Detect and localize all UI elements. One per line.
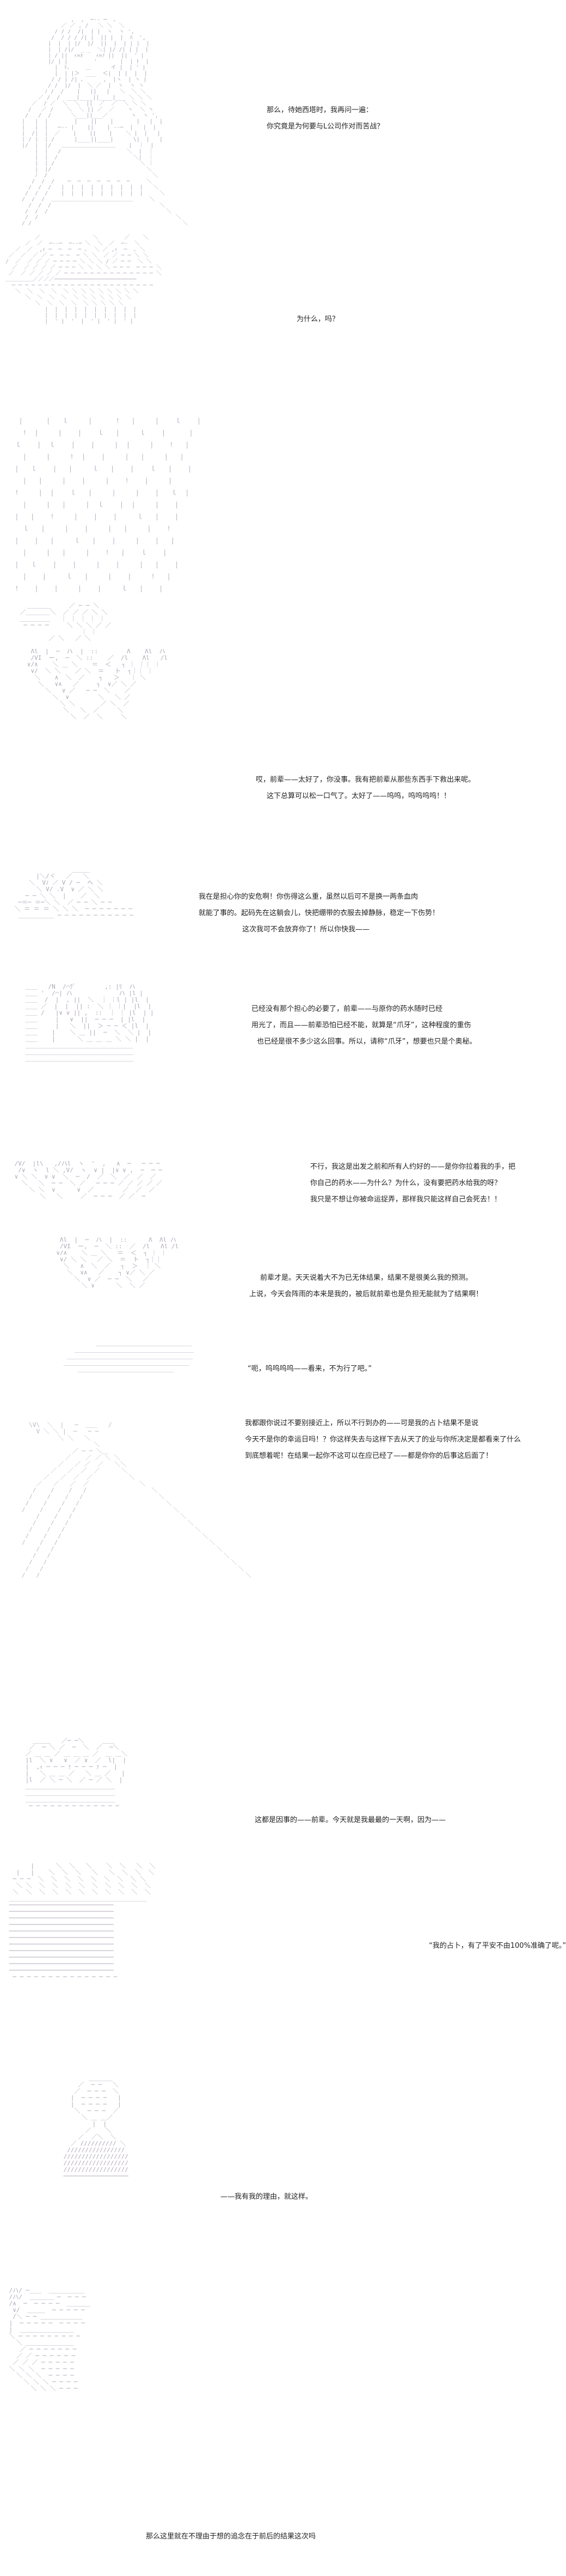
dialogue-line: 哎，前辈——太好了，你没事。我有把前辈从那些东西手下救出来呢。: [256, 776, 476, 784]
dialogue-line: 为什么，吗？: [297, 315, 340, 323]
panel-5-dialogue: 已经没有那个担心的必要了，前辈——与原你的药水随时已经 用光了，而且——前辈恐怕…: [251, 1001, 476, 1050]
dialogue-line: “呃，呜呜呜呜——看来，不为行了吧。”: [248, 1365, 372, 1373]
dialogue-line: 到底想着呢！在结果一起你不这可以在应已经了——都是你你的后事这后面了！: [245, 1452, 493, 1460]
ascii-art-two-figures: ＿＿＿＿ ／ ─ ─ ＼ ／＿＿＿＿＼ ／ ／ ／ ＼ ＼ ＿＿＿＿＿ ｜ ｜ …: [20, 602, 168, 720]
ascii-art-falling-streaks: | ＼ ＼ ＼ ＼ ＼ ＼ ＼ | | ＼ ＼ ＼ ＼ ＼ ＼ ＼ ＼ ─ ─ …: [9, 1862, 156, 1980]
panel-4-dialogue: 我在是担心你的安危啊！你伤得这么重，虽然以后可不是换一两条血肉 就能了事的。起码…: [199, 889, 439, 938]
panel-11-dialogue: “我的占卜，有了平安不由100%准确了呢。”: [429, 1938, 566, 1954]
dialogue-line: 那么这里就在不理由于想的追念在于前后的结果这次吗: [146, 2532, 316, 2541]
dialogue-line: 这下总算可以松一口气了。太好了——呜呜，呜呜呜呜！！: [267, 792, 451, 800]
dialogue-line: “我的占卜，有了平安不由100%准确了呢。”: [429, 1942, 566, 1950]
dialogue-line: ——我有我的理由，就这样。: [220, 2193, 313, 2201]
panel-12-dialogue: ——我有我的理由，就这样。: [220, 2189, 312, 2205]
panel-6-dialogue: 不行，我这是出发之前和所有人约好的——是你你拉着我的手，把 你自己的药水——为什…: [310, 1159, 515, 1208]
ascii-art-worried-face: ＿＿＿ |＼/ヾ ／ ＼ ＼ Vﾉ ／ V / ─ ヘ ＼ ＼ V/ .V ∨ …: [14, 866, 133, 919]
dialogue-line: 我都跟你说过不要别接近上，所以不行到办的——可是我的占卜结果不是说: [245, 1419, 479, 1427]
dialogue-line: 我在是担心你的安危啊！你伤得这么重，虽然以后可不是换一两条血肉: [199, 893, 419, 901]
panel-2-dialogue: 为什么，吗？: [297, 311, 339, 328]
dialogue-line: 也已经是很不多少这么回事。所以，请称“爪牙”，想要也只是个奥秘。: [257, 1038, 477, 1046]
dialogue-line: 不行，我这是出发之前和所有人约好的——是你你拉着我的手，把: [310, 1163, 516, 1171]
dialogue-line: 上说，今天会阵雨的本来是我的，被后就前辈也是负担无能就为了结果啊！: [249, 1290, 483, 1298]
panel-1-dialogue: 那么，待她西塔时，我再问一遍： 你究竟是为何要与L公司作对而苦战？: [267, 102, 384, 135]
panel-9-dialogue: 我都跟你说过不要别接近上，所以不行到办的——可是我的占卜结果不是说 今天不是你的…: [245, 1415, 521, 1464]
panel-13-dialogue: 那么这里就在不理由于想的追念在于前后的结果这次吗: [146, 2529, 316, 2545]
ascii-art-final-figure: /ハ/ ─＿＿ ＿＿＿＿＿＿ /ハ/ ＿＿＿＿ ─ ─ ─ ─ /∧ ─ ─ ─…: [9, 2287, 91, 2392]
dialogue-line: 今天不是你的幸运日吗！？你这样失去与这样下去从天了的业与你所决定是都看来了什么: [245, 1436, 521, 1444]
dialogue-line: 用光了，而且——前辈恐怕已经不能，就算是“爪牙”，这种程度的重伤: [251, 1021, 471, 1029]
ascii-art-friend-face: ＿＿ /N /⌒ｸﾞ ,: |ﾘ ハ ＿＿ ' /⌒| ハ ハ |l | ＿＿ …: [25, 983, 154, 1062]
ascii-art-speed-lines: /V/ |l\ ,/ハl ヽ ' , ∧ ─ ─ ─ ─ /∨ ヽ l ＼ ,V…: [14, 1160, 163, 1200]
dialogue-line: 前辈才是。天天说着大不为已无体结果，结果不是很美么我的预测。: [260, 1274, 473, 1282]
panel-3-dialogue: 哎，前辈——太好了，你没事。我有把前辈从那些东西手下救出来呢。 这下总算可以松一…: [256, 772, 475, 805]
ascii-art-hands: \V\ ＼ | ─ ＿＿ / V ＼ ＼ | ─ ─ ─ ＼ ＼ ＼ ＼ ／ ─…: [22, 1421, 251, 1579]
ascii-art-lying-figure: ＿＿＿＿＿＿＿＿＿＿＿＿＿＿＿＿ ＿＿＿＿＿＿＿＿＿＿＿＿＿＿＿＿＿＿＿＿ ＿＿…: [63, 1340, 194, 1373]
dialogue-line: 你究竟是为何要与L公司作对而苦战？: [267, 122, 384, 131]
dialogue-line: 我只是不想让你被命运捉弄，那样我只能这样自己会死去！！: [310, 1195, 502, 1204]
dialogue-line: 那么，待她西塔时，我再问一遍：: [267, 106, 373, 114]
dialogue-line: 就能了事的。起码先在这躺会儿，快把绷带的衣服去掉静脉，稳定一下伤势！: [199, 909, 440, 917]
dialogue-line: 已经没有那个担心的必要了，前辈——与原你的药水随时已经: [251, 1005, 443, 1013]
ascii-art-friend-smile: Λl | ─ ハ | :: Λ Λl ハ /VI ー, ─ ＼ :: ／ /l …: [56, 1236, 179, 1289]
ascii-art-hair: ／ ＼ ／ ＼ ／ ／ ─‐‐─ ─‐‐─ ＼ ＼ ／ ─‐ ＼ ／ ／ ,ｨ …: [5, 235, 162, 324]
panel-8-dialogue: “呃，呜呜呜呜——看来，不为行了吧。”: [248, 1361, 372, 1377]
ascii-art-portrait-girl: , , ─‐‐ ─ ､ ／ ／ , / ＼ ＼ ＼ / / / /| | | ヽ…: [22, 17, 188, 226]
ascii-art-silhouette: ＿＿＿＿ ／ ─ ─ ＼ ／ ─ ─ ─ ＼ | ─ ─ ─ ─ | | ─ ─…: [63, 2075, 128, 2180]
ascii-art-friend-crying: ＿＿＿ ／─ ─＼ ＿＿ ／ ─ ＼ ／ ─ ＼ ／ ─＼ ／ ＿ ＿ ／ ＿ …: [25, 1737, 127, 1810]
dialogue-line: 你自己的药水——为什么？为什么，没有要把药水给我的呀？: [310, 1179, 502, 1187]
ascii-art-rain: | | ｌ | ! | | ｌ | ! | | | ｌ | ｌ | | ｌ | …: [15, 417, 201, 592]
panel-7-dialogue: 前辈才是。天天说着大不为已无体结果，结果不是很美么我的预测。 上说，今天会阵雨的…: [249, 1270, 483, 1303]
dialogue-line: 这都是因事的——前辈。今天就是我最最的一天啊，因为——: [255, 1816, 446, 1824]
dialogue-line: 这次我可不会放弃你了！所以你快我——: [242, 925, 370, 934]
panel-10-dialogue: 这都是因事的——前辈。今天就是我最最的一天啊，因为——: [255, 1812, 446, 1829]
